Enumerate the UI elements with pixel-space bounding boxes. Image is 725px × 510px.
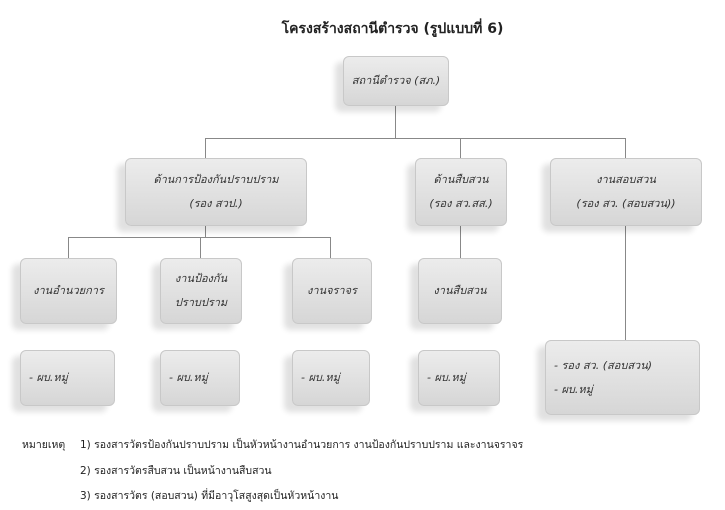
level3-box: งานสืบสวน <box>418 258 502 324</box>
connector <box>205 138 206 158</box>
level3-box: งานอำนวยการ <box>20 258 117 324</box>
level3-box: งานจราจร <box>292 258 372 324</box>
connector <box>200 237 201 258</box>
connector <box>68 237 331 238</box>
level2-sub: (รอง สวป.) <box>189 197 243 210</box>
level2-sub: (รอง สว. (สอบสวน)) <box>576 197 676 210</box>
connector <box>205 138 626 139</box>
note-item: 3) รองสารวัตร (สอบสวน) ที่มีอาวุโสสูงสุด… <box>80 490 339 502</box>
note-item: 1) รองสารวัตรป้องกันปราบปราม เป็นหัวหน้า… <box>80 439 524 451</box>
chart-title: โครงสร้างสถานีตำรวจ (รูปแบบที่ 6) <box>281 21 504 37</box>
connector <box>460 225 461 258</box>
level3-box: งานป้องกันปราบปราม <box>160 258 242 324</box>
level2-label: ด้านการป้องกันปราบปราม <box>153 173 279 186</box>
notes-label: หมายเหตุ <box>22 439 66 451</box>
staff-box: - ผบ.หมู่ <box>418 350 500 406</box>
connector <box>625 138 626 158</box>
level3-label: งานอำนวยการ <box>33 284 104 297</box>
note-item: 2) รองสารวัตรสืบสวน เป็นหน้างานสืบสวน <box>80 465 272 477</box>
level3-label: งานจราจร <box>307 284 357 297</box>
level2-box: ด้านการป้องกันปราบปราม (รอง สวป.) <box>125 158 307 226</box>
level2-label: งานสอบสวน <box>596 173 656 186</box>
connector <box>68 237 69 258</box>
level3-sub: ปราบปราม <box>174 296 228 309</box>
connector <box>205 225 206 237</box>
staff-label: - ผบ.หมู่ <box>169 371 208 384</box>
staff-box: - ผบ.หมู่ <box>20 350 115 406</box>
level2-box: งานสอบสวน (รอง สว. (สอบสวน)) <box>550 158 702 226</box>
connector <box>625 225 626 340</box>
staff-box: - ผบ.หมู่ <box>160 350 240 406</box>
staff-label: - ผบ.หมู่ <box>301 371 340 384</box>
connector <box>330 237 331 258</box>
staff-label: - ผบ.หมู่ <box>29 371 68 384</box>
connector <box>395 105 396 138</box>
staff-label: - ผบ.หมู่ <box>554 382 593 396</box>
level3-label: งานสืบสวน <box>433 284 487 297</box>
investigation-staff-box: - รอง สว. (สอบสวน) - ผบ.หมู่ <box>545 340 700 415</box>
staff-box: - ผบ.หมู่ <box>292 350 370 406</box>
level2-sub: (รอง สว.สส.) <box>429 197 493 210</box>
root-label: สถานีตำรวจ (สภ.) <box>351 74 441 87</box>
root-box: สถานีตำรวจ (สภ.) <box>343 56 449 106</box>
staff-label: - รอง สว. (สอบสวน) <box>554 358 653 372</box>
level2-label: ด้านสืบสวน <box>433 173 489 186</box>
level2-box: ด้านสืบสวน (รอง สว.สส.) <box>415 158 507 226</box>
connector <box>460 138 461 158</box>
staff-label: - ผบ.หมู่ <box>427 371 466 384</box>
level3-label: งานป้องกัน <box>174 272 228 285</box>
